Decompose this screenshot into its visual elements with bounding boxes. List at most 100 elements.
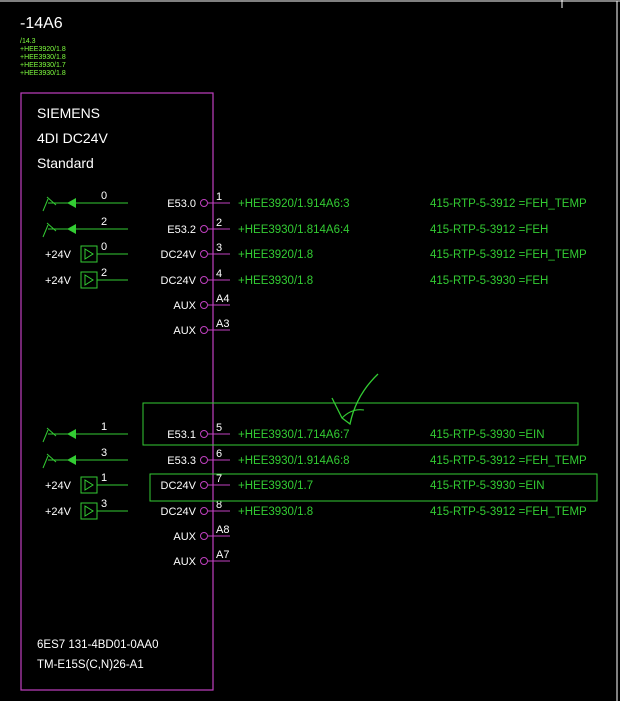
device-cross-references: /14.3+HEE3920/1.8+HEE3930/1.8+HEE3930/1.… <box>20 38 66 77</box>
terminal-pin-number: 2 <box>216 217 222 229</box>
contact-diagonal <box>42 224 49 238</box>
variant-label: Standard <box>37 155 94 171</box>
terminal-pin-number: 8 <box>216 499 222 511</box>
channel-number: 0 <box>101 190 107 202</box>
supply-label: +24V <box>45 249 72 261</box>
cable-designation: 415-RTP-5-3930 =EIN <box>430 429 545 441</box>
terminal-connector-icon <box>200 532 208 540</box>
terminal-signal-label: DC24V <box>161 506 197 518</box>
terminal-signal-label: E53.2 <box>167 224 196 236</box>
terminal-connector-icon <box>200 456 208 464</box>
terminal-connector-icon <box>200 225 208 233</box>
channel-number: 0 <box>101 241 107 253</box>
input-circuits: 0 2 +24V 0 +24V 2 1 3 +24V 1 +24V 3 <box>42 190 128 520</box>
cross-reference-text: /14.3 <box>20 38 36 45</box>
terminal-reference: +HEE3930/1.814A6:4 <box>238 224 350 236</box>
terminal-reference: +HEE3930/1.8 <box>238 506 313 518</box>
supply-triangle-icon <box>84 479 94 491</box>
signal-arrow-icon <box>67 198 76 208</box>
cable-designation: 415-RTP-5-3930 =EIN <box>430 480 545 492</box>
cross-reference-text: +HEE3930/1.8 <box>20 54 66 61</box>
terminal-pin-number: A7 <box>216 549 229 561</box>
channel-number: 3 <box>101 447 107 459</box>
contact-blade <box>46 453 57 463</box>
cross-reference-text: +HEE3930/1.8 <box>20 70 66 77</box>
terminal-reference: +HEE3920/1.914A6:3 <box>238 198 350 210</box>
terminal-signal-label: E53.0 <box>167 198 196 210</box>
terminal-signal-label: DC24V <box>161 275 197 287</box>
terminal-signal-label: E53.1 <box>167 429 196 441</box>
contact-diagonal <box>42 429 49 443</box>
contact-diagonal <box>42 198 49 212</box>
channel-number: 1 <box>101 421 107 433</box>
cable-designation: 415-RTP-5-3912 =FEH_TEMP <box>430 198 587 210</box>
cable-designation: 415-RTP-5-3930 =FEH <box>430 275 548 287</box>
terminal-reference: +HEE3930/1.914A6:8 <box>238 455 350 467</box>
order-number: 6ES7 131-4BD01-0AA0 <box>37 639 158 651</box>
contact-diagonal <box>42 455 49 469</box>
supply-symbol-box <box>80 502 98 520</box>
channel-number: 1 <box>101 472 107 484</box>
cross-reference-text: +HEE3930/1.7 <box>20 62 66 69</box>
terminal-connector-icon <box>200 430 208 438</box>
supply-triangle-icon <box>84 248 94 260</box>
terminal-connector-icon <box>200 250 208 258</box>
terminal-signal-label: AUX <box>173 531 196 543</box>
terminal-signal-label: E53.3 <box>167 455 196 467</box>
terminal-pin-number: 3 <box>216 242 222 254</box>
channel-number: 3 <box>101 498 107 510</box>
module-label: 4DI DC24V <box>37 130 108 146</box>
terminal-reference: +HEE3930/1.714A6:7 <box>238 429 350 441</box>
terminal-connector-icon <box>200 507 208 515</box>
highlight-box-e53-1 <box>142 402 579 446</box>
signal-arrow-icon <box>67 224 76 234</box>
terminal-signal-label: AUX <box>173 556 196 568</box>
terminal-pin-number: A3 <box>216 318 229 330</box>
highlight-box-dc24v-7 <box>149 473 598 502</box>
terminal-signal-label: AUX <box>173 325 196 337</box>
terminal-connector-icon <box>200 301 208 309</box>
cross-reference-text: +HEE3920/1.8 <box>20 46 66 53</box>
channel-number: 2 <box>101 267 107 279</box>
terminal-pin-number: A8 <box>216 524 229 536</box>
terminal-pin-number: 7 <box>216 473 222 485</box>
terminal-connector-icon <box>200 199 208 207</box>
terminal-rows: E53.0 1 +HEE3920/1.914A6:3 415-RTP-5-3912 =… <box>161 191 587 568</box>
terminal-connector-icon <box>200 326 208 334</box>
terminal-reference: +HEE3930/1.8 <box>238 275 313 287</box>
cable-designation: 415-RTP-5-3912 =FEH_TEMP <box>430 455 587 467</box>
supply-symbol-box <box>80 476 98 494</box>
contact-blade <box>46 427 57 437</box>
supply-triangle-icon <box>84 505 94 517</box>
terminal-reference: +HEE3920/1.8 <box>238 249 313 261</box>
supply-symbol-box <box>80 245 98 263</box>
cable-designation: 415-RTP-5-3912 =FEH <box>430 224 548 236</box>
terminal-module-label: TM-E15S(C,N)26-A1 <box>37 659 144 671</box>
channel-number: 2 <box>101 216 107 228</box>
terminal-signal-label: DC24V <box>161 249 197 261</box>
device-frame <box>20 92 214 691</box>
contact-blade <box>46 222 57 232</box>
cable-designation: 415-RTP-5-3912 =FEH_TEMP <box>430 506 587 518</box>
terminal-signal-label: AUX <box>173 300 196 312</box>
supply-label: +24V <box>45 480 72 492</box>
contact-blade <box>46 196 57 206</box>
terminal-pin-number: 1 <box>216 191 222 203</box>
terminal-connector-icon <box>200 276 208 284</box>
terminal-connector-icon <box>200 481 208 489</box>
check-mark-annotation <box>331 373 379 426</box>
terminal-reference: +HEE3930/1.7 <box>238 480 313 492</box>
terminal-pin-number: 6 <box>216 448 222 460</box>
manufacturer-label: SIEMENS <box>37 105 100 121</box>
signal-arrow-icon <box>67 429 76 439</box>
terminal-connector-icon <box>200 557 208 565</box>
terminal-signal-label: DC24V <box>161 480 197 492</box>
supply-label: +24V <box>45 275 72 287</box>
supply-label: +24V <box>45 506 72 518</box>
device-tag: -14A6 <box>20 15 63 32</box>
check-mark-stroke <box>341 409 365 419</box>
terminal-pin-number: 5 <box>216 422 222 434</box>
terminal-pin-number: A4 <box>216 293 229 305</box>
